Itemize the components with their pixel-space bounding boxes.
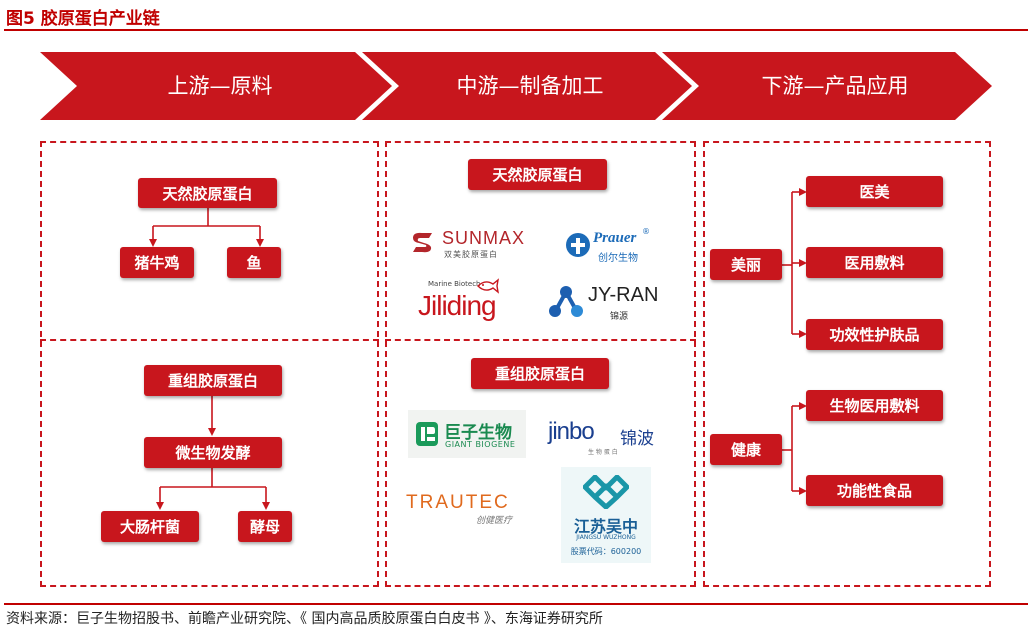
- upstream-process: 微生物发酵: [144, 437, 282, 468]
- upstream-natural-title: 天然胶原蛋白: [138, 178, 277, 208]
- chevron-midstream: [362, 52, 692, 120]
- logo-jiliding: Marine Biotech Jiliding: [418, 278, 510, 326]
- downstream-panel: [703, 141, 991, 587]
- upstream-natural-child-2: 鱼: [227, 247, 281, 278]
- upstream-recombinant-child-1: 大肠杆菌: [101, 511, 199, 542]
- logo-giant-biogene: 巨子生物 GIANT BIOGENE: [408, 410, 526, 458]
- jiliding-name: Jiliding: [418, 290, 497, 321]
- stage-midstream-label: 中游—制备加工: [456, 74, 604, 98]
- jinbo-cn: 锦波: [620, 429, 654, 449]
- jyran-name: JY-RAN: [588, 284, 659, 306]
- fish-icon: [477, 278, 499, 294]
- logo-prauer: Prauer ® 创尔生物: [564, 224, 674, 264]
- downstream-item-medical-dressing: 医用敷料: [806, 247, 943, 278]
- logo-trautec: TRAUTEC 创健医疗: [406, 492, 530, 526]
- upstream-divider: [40, 339, 379, 341]
- prauer-name: Prauer: [593, 230, 637, 246]
- trautec-name: TRAUTEC: [406, 492, 510, 513]
- footer-rule: [4, 603, 1028, 605]
- sunmax-sub: 双美胶原蛋白: [444, 250, 498, 259]
- sunmax-mark-icon: [413, 232, 432, 253]
- midstream-recombinant-title: 重组胶原蛋白: [471, 358, 609, 389]
- wuzhong-code: 股票代码：600200: [570, 547, 642, 556]
- downstream-item-functional-food: 功能性食品: [806, 475, 943, 506]
- logo-jiangsu-wuzhong: 江苏吴中 JIANGSU WUZHONG 股票代码：600200: [561, 467, 651, 563]
- wuzhong-mark-icon: [583, 475, 629, 509]
- logo-jinbo: JINBO 锦波 生 物 蛋 白: [548, 414, 668, 458]
- jinbo-sub: 生 物 蛋 白: [588, 449, 618, 456]
- downstream-group-beauty: 美丽: [710, 249, 782, 280]
- jiliding-top: Marine Biotech: [428, 280, 481, 288]
- logo-jyran: JY-RAN 锦源: [548, 282, 682, 324]
- midstream-natural-title: 天然胶原蛋白: [468, 159, 607, 190]
- midstream-divider: [385, 339, 696, 341]
- upstream-recombinant-child-2: 酵母: [238, 511, 292, 542]
- downstream-item-bio-medical-dressing: 生物医用敷料: [806, 390, 943, 421]
- logo-sunmax: SUNMAX 双美胶原蛋白: [410, 226, 528, 260]
- trautec-sub: 创健医疗: [476, 516, 513, 526]
- downstream-group-health: 健康: [710, 434, 782, 465]
- upstream-panel: [40, 141, 379, 587]
- stage-downstream-label: 下游—产品应用: [761, 74, 909, 98]
- title-rule: [4, 29, 1028, 31]
- giant-name: 巨子生物: [444, 423, 512, 443]
- midstream-panel: [385, 141, 696, 587]
- upstream-recombinant-title: 重组胶原蛋白: [144, 365, 282, 396]
- sunmax-name: SUNMAX: [442, 228, 526, 248]
- stage-upstream-label: 上游—原料: [167, 74, 273, 98]
- prauer-mark-icon: [566, 233, 590, 257]
- prauer-registered: ®: [642, 227, 650, 236]
- giant-mark-icon: [416, 422, 438, 446]
- giant-sub: GIANT BIOGENE: [445, 440, 516, 449]
- chevron-upstream: [40, 52, 392, 120]
- source-note: 资料来源：巨子生物招股书、前瞻产业研究院、《 国内高品质胶原蛋白白皮书 》、东海…: [6, 611, 603, 627]
- upstream-natural-child-1: 猪牛鸡: [120, 247, 194, 278]
- chevron-downstream: [662, 52, 992, 120]
- figure-title: 图5 胶原蛋白产业链: [6, 9, 160, 29]
- jyran-sub: 锦源: [610, 312, 629, 322]
- wuzhong-name: 江苏吴中: [573, 517, 638, 536]
- jinbo-name: JINBO: [548, 418, 595, 445]
- prauer-sub: 创尔生物: [598, 253, 638, 264]
- downstream-item-aesthetic: 医美: [806, 176, 943, 207]
- wuzhong-sub: JIANGSU WUZHONG: [576, 534, 636, 541]
- stage-chevrons: [40, 52, 992, 120]
- downstream-item-functional-skincare: 功效性护肤品: [806, 319, 943, 350]
- molecule-icon: [549, 286, 583, 317]
